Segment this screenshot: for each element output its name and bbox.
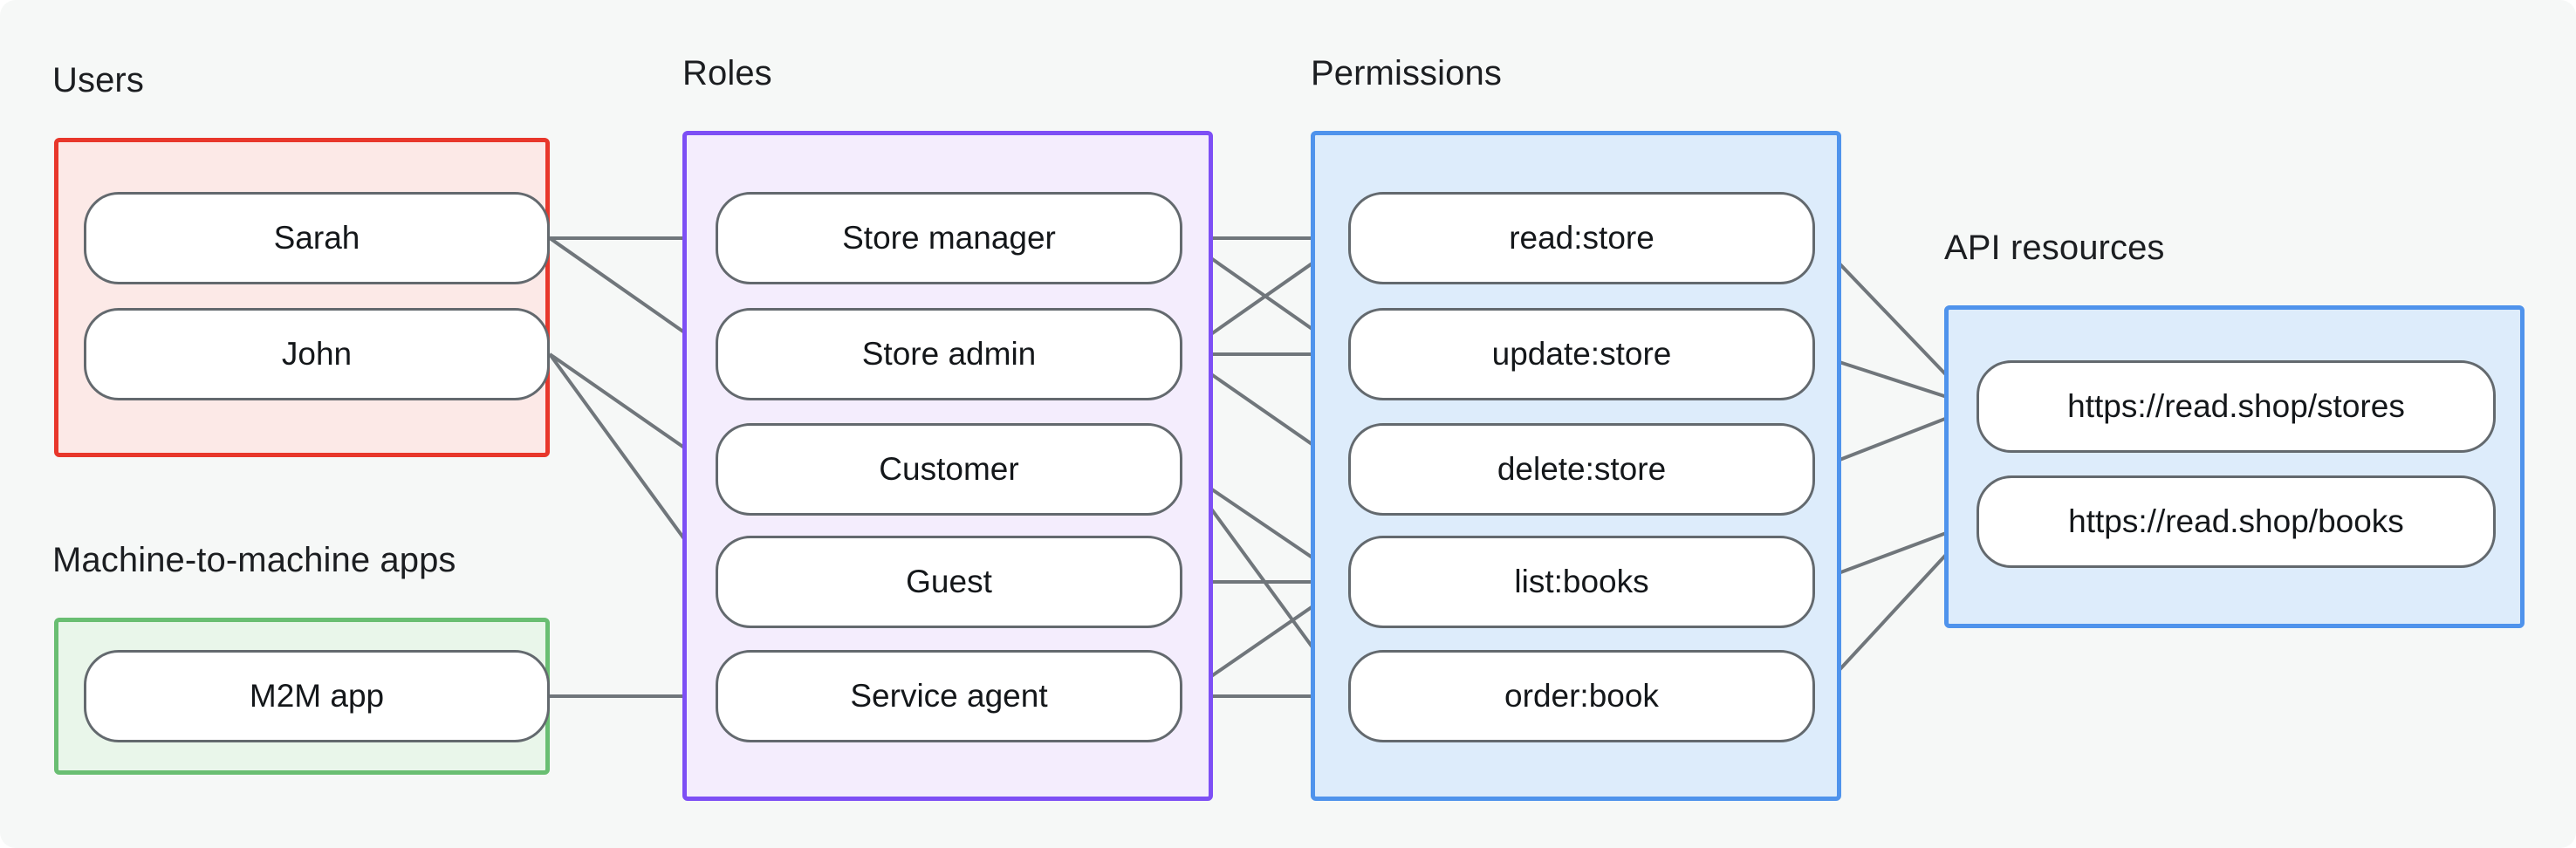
node-sarah[interactable]: Sarah: [84, 192, 550, 284]
node-update-store[interactable]: update:store: [1348, 308, 1815, 400]
group-box-users: [54, 138, 550, 457]
node-guest[interactable]: Guest: [716, 536, 1182, 628]
node-service-agent[interactable]: Service agent: [716, 650, 1182, 742]
node-order-book[interactable]: order:book: [1348, 650, 1815, 742]
node-api-stores[interactable]: https://read.shop/stores: [1977, 360, 2496, 453]
group-title-roles: Roles: [682, 54, 772, 92]
node-read-store[interactable]: read:store: [1348, 192, 1815, 284]
node-customer[interactable]: Customer: [716, 423, 1182, 516]
group-title-permissions: Permissions: [1311, 54, 1502, 92]
node-delete-store[interactable]: delete:store: [1348, 423, 1815, 516]
node-john[interactable]: John: [84, 308, 550, 400]
group-title-users: Users: [52, 61, 144, 99]
node-store-manager[interactable]: Store manager: [716, 192, 1182, 284]
group-title-api-resources: API resources: [1944, 229, 2165, 267]
node-list-books[interactable]: list:books: [1348, 536, 1815, 628]
node-store-admin[interactable]: Store admin: [716, 308, 1182, 400]
node-m2m-app[interactable]: M2M app: [84, 650, 550, 742]
group-title-m2m: Machine-to-machine apps: [52, 541, 456, 579]
group-box-api-resources: [1944, 305, 2525, 628]
node-api-books[interactable]: https://read.shop/books: [1977, 475, 2496, 568]
